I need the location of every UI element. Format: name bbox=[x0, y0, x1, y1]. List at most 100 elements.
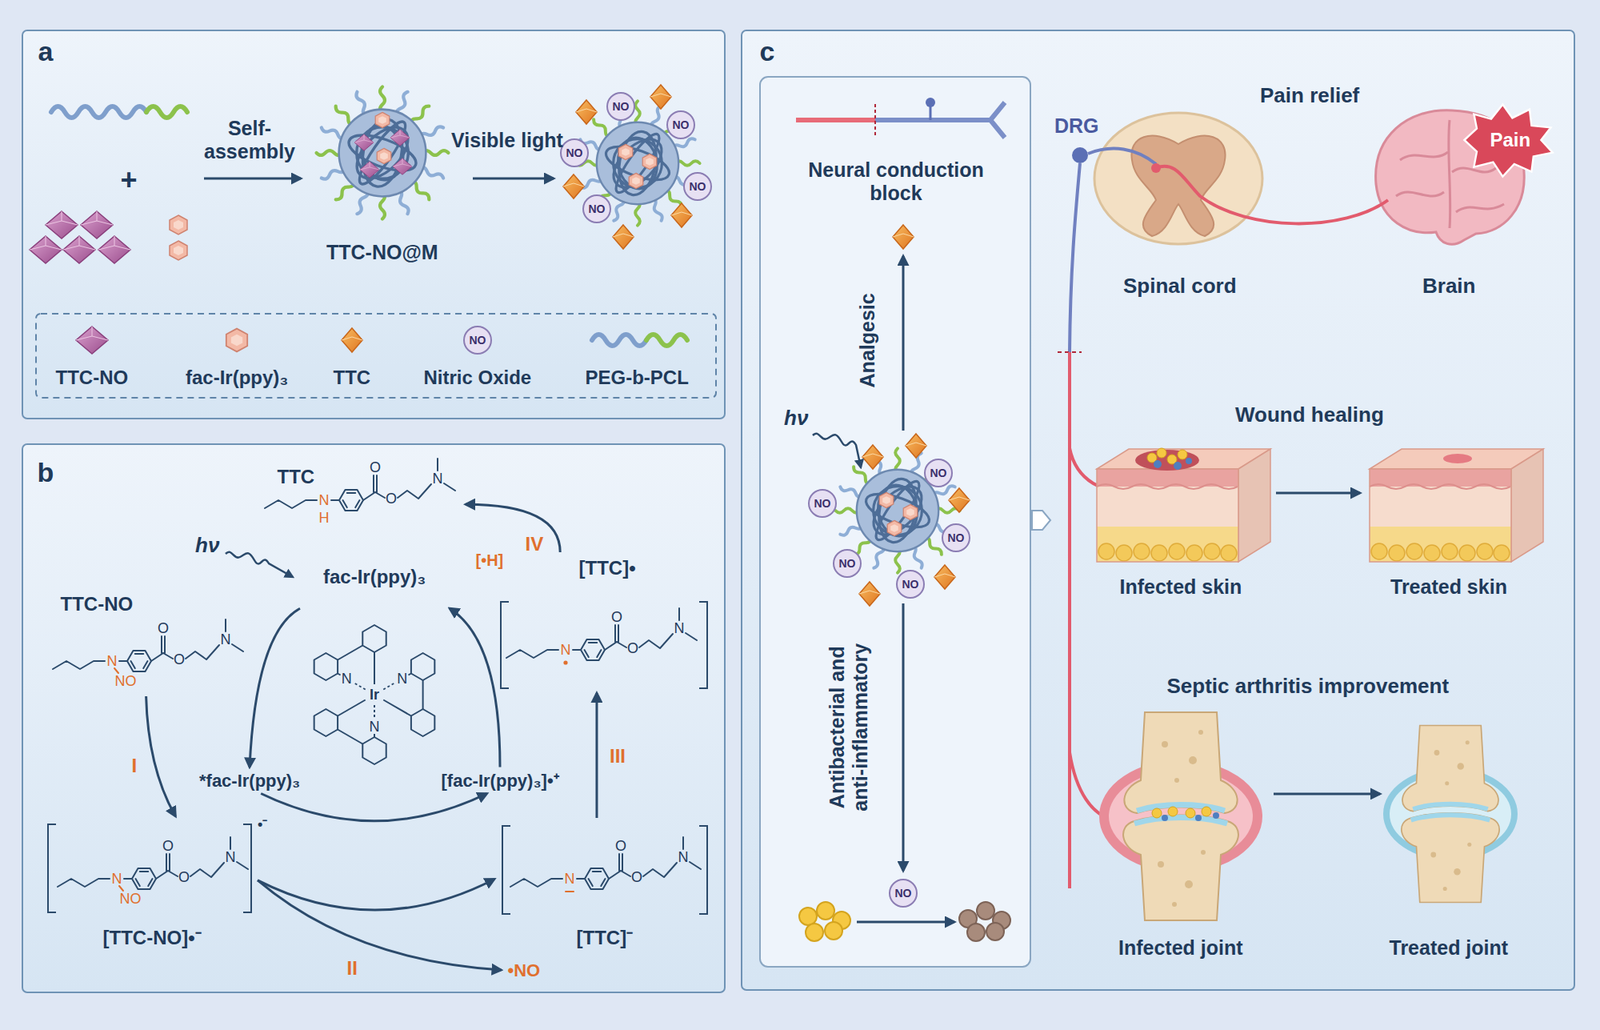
illustration-part bbox=[967, 923, 985, 941]
atom-label: N bbox=[112, 870, 123, 888]
atom-label: N bbox=[225, 848, 236, 866]
illustration-part bbox=[1153, 457, 1192, 470]
molecule-name: [TTC]• bbox=[579, 556, 636, 580]
molecule-name: [TTC]⁻ bbox=[576, 926, 634, 949]
illustration-part bbox=[1161, 812, 1220, 821]
panel: a bbox=[22, 30, 725, 419]
illustration-part bbox=[1168, 806, 1178, 816]
bond-line bbox=[347, 492, 356, 494]
illustration-part bbox=[1185, 457, 1192, 464]
legend-text: fac-Ir(ppy)₃ bbox=[185, 366, 288, 389]
bond-line bbox=[373, 652, 376, 684]
bond-line bbox=[337, 729, 363, 744]
legend-text: Nitric Oxide bbox=[424, 366, 532, 389]
molecule-name: [fac-Ir(ppy)₃]•⁺ bbox=[441, 770, 560, 791]
illustration-part bbox=[905, 433, 927, 458]
connector-arrow bbox=[257, 880, 502, 970]
tissue-figure: Treated skin bbox=[1360, 444, 1556, 604]
illustration-part bbox=[805, 923, 824, 941]
bond-line bbox=[119, 660, 128, 662]
bond-line bbox=[689, 861, 701, 869]
molecule-name: [TTC-NO]•⁻ bbox=[103, 926, 202, 949]
bond-line bbox=[168, 853, 171, 871]
illustration-part bbox=[1147, 448, 1188, 464]
illustration-part bbox=[628, 172, 644, 188]
bond-line bbox=[685, 632, 697, 640]
illustration-part bbox=[902, 603, 905, 871]
bond-line bbox=[608, 870, 621, 879]
illustration-part bbox=[36, 313, 716, 398]
illustration-part bbox=[618, 144, 633, 160]
bond-line bbox=[264, 500, 317, 508]
bond-line bbox=[236, 861, 248, 869]
tissue-figure: Infected skin bbox=[1092, 444, 1276, 604]
bond-line bbox=[584, 868, 609, 889]
illustration-part bbox=[1123, 712, 1239, 920]
anatomy-label: Spinal cord bbox=[1123, 274, 1237, 299]
particle-label: TTC-NO@M bbox=[326, 240, 439, 264]
bond-line bbox=[143, 660, 148, 668]
illustration-part bbox=[1032, 510, 1051, 530]
illustration-part bbox=[760, 76, 1031, 967]
molecule-bonds bbox=[52, 619, 244, 673]
illustration-part bbox=[502, 825, 511, 914]
bond-line bbox=[618, 853, 620, 871]
bond-line bbox=[580, 639, 605, 660]
bond-line bbox=[314, 708, 338, 736]
illustration-part bbox=[48, 824, 56, 912]
atom-label: N bbox=[369, 718, 380, 736]
illustration-part bbox=[925, 97, 936, 108]
pain-burst-text: Pain bbox=[1490, 128, 1532, 152]
illustration-part bbox=[98, 236, 131, 264]
illustration-part bbox=[986, 922, 1004, 940]
atom-label: Ir bbox=[369, 686, 380, 704]
illustration-part bbox=[924, 459, 952, 487]
illustration-part bbox=[808, 489, 836, 517]
illustration-part bbox=[583, 195, 611, 223]
bond-line bbox=[119, 885, 124, 891]
plus-sign: + bbox=[120, 163, 138, 196]
connector-arrow bbox=[1273, 792, 1380, 795]
bond-line bbox=[160, 636, 163, 653]
connector-arrow bbox=[249, 608, 300, 767]
illustration-part bbox=[1153, 460, 1162, 468]
step-label: Visible light bbox=[451, 128, 564, 152]
illustration-part bbox=[1177, 449, 1188, 460]
connector-arrow bbox=[1276, 492, 1360, 495]
illustration-part bbox=[1443, 453, 1472, 464]
illustration-part bbox=[376, 148, 392, 164]
molecule-name: •NO bbox=[508, 960, 541, 980]
bond-line bbox=[185, 644, 220, 660]
illustration-part bbox=[684, 172, 712, 200]
bond-line bbox=[224, 619, 227, 632]
bond-line bbox=[124, 877, 132, 880]
section-heading: Wound healing bbox=[1235, 403, 1384, 428]
bond-line bbox=[314, 652, 338, 680]
illustration-part bbox=[824, 921, 843, 940]
bond-line bbox=[565, 890, 574, 892]
anatomy-label: Brain bbox=[1422, 274, 1476, 299]
atom-label: O bbox=[385, 490, 397, 508]
step-number: III bbox=[609, 744, 626, 768]
atom-label: N bbox=[432, 470, 444, 488]
illustration-part bbox=[51, 106, 147, 118]
bond-line bbox=[444, 483, 456, 491]
bond-line bbox=[114, 668, 119, 673]
illustration-part bbox=[354, 134, 374, 151]
illustration-part bbox=[22, 444, 725, 992]
bond-line bbox=[383, 700, 412, 716]
effect-label: Antibacterial and anti-inflammatory bbox=[825, 627, 872, 828]
illustration-part bbox=[1400, 152, 1448, 160]
illustration-part bbox=[990, 102, 1005, 138]
bond-line bbox=[620, 870, 631, 876]
illustration-part bbox=[226, 328, 248, 352]
product-box: •NO bbox=[501, 956, 548, 984]
bond-line bbox=[362, 736, 386, 764]
bond-line bbox=[408, 673, 411, 676]
bond-line bbox=[229, 836, 232, 849]
no-bubble-text: NO bbox=[588, 202, 606, 216]
illustration-part bbox=[833, 549, 861, 577]
illustration-part bbox=[225, 552, 293, 577]
illustration-part bbox=[1152, 808, 1162, 818]
